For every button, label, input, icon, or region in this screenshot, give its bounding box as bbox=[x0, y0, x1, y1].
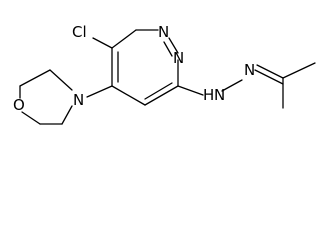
atom-n-morpholine: N bbox=[73, 91, 84, 109]
bond-morph-n-c-upper bbox=[49, 69, 73, 91]
atom-cl: Cl bbox=[72, 23, 87, 41]
atom-nh-h: H bbox=[203, 86, 214, 104]
atom-n-ring-2: N bbox=[173, 49, 184, 67]
bond-c3-c4-double bbox=[144, 82, 173, 100]
bond-c3-c4 bbox=[144, 85, 179, 106]
molecule-diagram: Cl N N N O N H N bbox=[13, 23, 316, 125]
bond-n1-n2 bbox=[168, 37, 179, 54]
bond-c4-c5 bbox=[111, 85, 146, 106]
bond-nh-n bbox=[221, 79, 243, 92]
bond-c6-c1 bbox=[111, 29, 137, 49]
bond-n-c-double-2 bbox=[256, 64, 284, 79]
structure-svg: Cl N N N O N H N bbox=[13, 23, 316, 125]
atom-n-hydrazone: N bbox=[244, 61, 255, 79]
atom-o-morpholine: O bbox=[13, 96, 25, 114]
atom-n-ring-1: N bbox=[158, 23, 169, 41]
atom-nh-n: N bbox=[214, 86, 225, 104]
bond-morph-o-c-lower bbox=[21, 111, 41, 125]
bond-n1-n2-double bbox=[163, 41, 173, 57]
bond-morph-c-c-upper bbox=[19, 69, 51, 87]
bond-c-cl bbox=[92, 37, 113, 49]
bond-c-methyl-upper bbox=[282, 62, 316, 79]
bond-morph-c-n-lower bbox=[61, 105, 73, 125]
bond-c5-n-morpholine bbox=[86, 85, 113, 98]
bond-n-c-double-1 bbox=[254, 69, 284, 85]
bond-c3-nh bbox=[177, 85, 204, 96]
